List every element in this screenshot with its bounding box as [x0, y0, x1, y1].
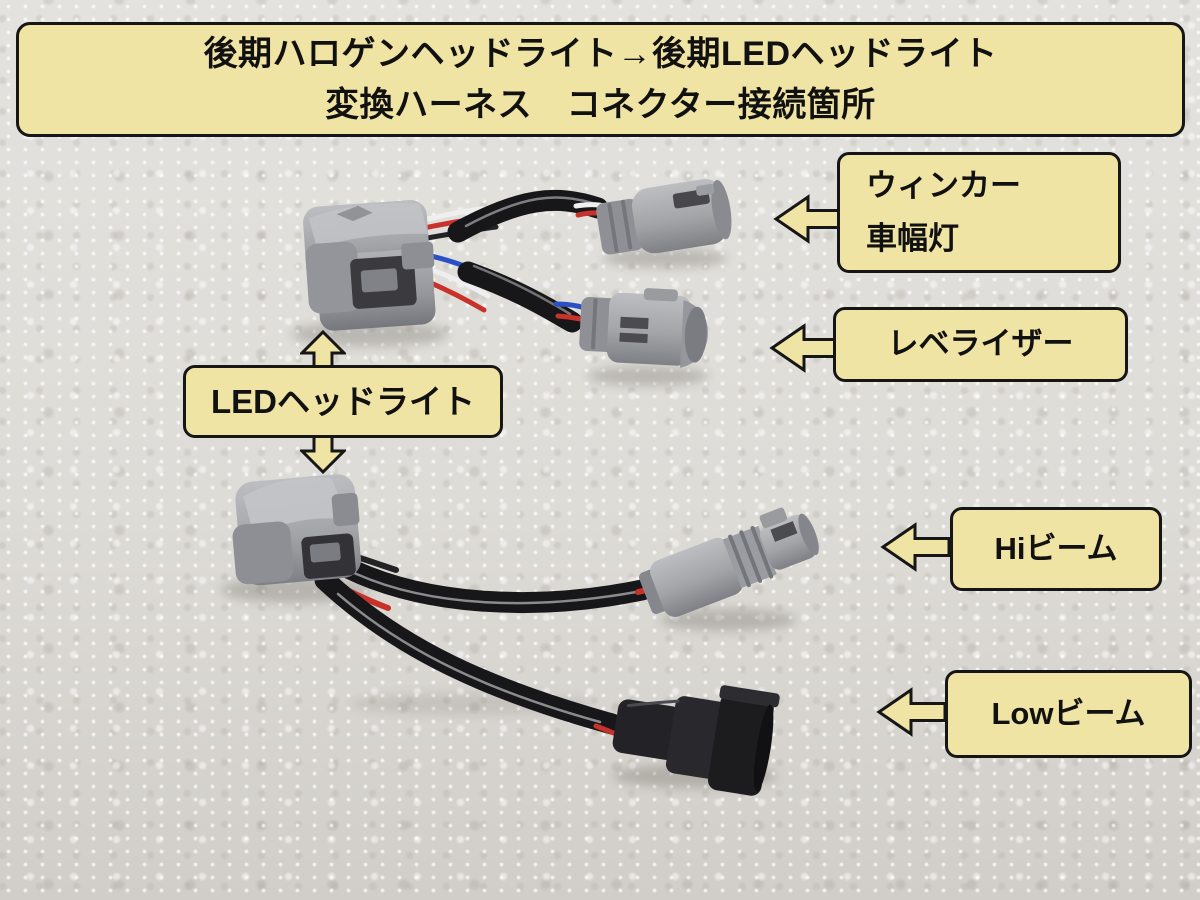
connector-face: [753, 704, 774, 792]
connector-side: [232, 521, 294, 585]
label-hi-beam: Hiビーム: [950, 507, 1162, 591]
cable-hi-beam-sheen: [350, 570, 638, 605]
cable-winker-sheen: [464, 196, 594, 228]
title-line-1: 後期ハロゲンヘッドライト→後期LEDヘッドライト: [203, 34, 998, 73]
label-hi-beam-text: Hiビーム: [994, 530, 1118, 566]
connector-slot-2: [619, 332, 648, 344]
label-levelizer-text: レベライザー: [887, 326, 1074, 362]
label-low-beam-text: Lowビーム: [991, 695, 1146, 731]
connector-highlight: [627, 699, 680, 707]
cable-low-beam-sheen: [336, 592, 602, 724]
down-arrow-led-icon: [300, 434, 346, 474]
label-levelizer: レベライザー: [833, 307, 1128, 382]
connector-slot-1: [620, 316, 649, 330]
low-beam-connector: [612, 685, 780, 796]
label-led-headlight-text: LEDヘッドライト: [211, 382, 475, 420]
label-winker-side-marker: ウィンカー 車幅灯: [837, 152, 1121, 273]
led-connector-lower: [232, 474, 361, 586]
connector-marking: [336, 205, 373, 222]
lower-harness: [232, 474, 819, 796]
connector-collar: [638, 569, 669, 614]
connector-rear: [612, 699, 682, 760]
left-arrow-hi-beam-icon: [880, 522, 951, 572]
label-led-headlight: LEDヘッドライト: [183, 365, 503, 438]
connector-side: [305, 241, 361, 314]
cable-low-beam: [314, 569, 623, 735]
left-arrow-low-beam-icon: [876, 687, 947, 737]
connector-face: [711, 179, 732, 240]
left-arrow-winker-icon: [773, 194, 844, 244]
cable-levelizer-sheen: [472, 264, 572, 316]
left-arrow-levelizer-icon: [769, 323, 840, 373]
connector-body: [606, 292, 692, 366]
connector-tab: [331, 492, 360, 527]
connector-tab: [401, 241, 435, 270]
connector-top-tab: [643, 288, 678, 302]
upper-harness: [303, 178, 732, 368]
connector-key: [695, 183, 715, 196]
connector-slot: [770, 521, 798, 542]
connector-latch: [309, 542, 341, 563]
label-winker-line1: ウィンカー: [866, 167, 1021, 203]
title-box: 後期ハロゲンヘッドライト→後期LEDヘッドライト 変換ハーネス コネクター接続箇…: [16, 22, 1185, 137]
connector-top-tab: [759, 507, 788, 529]
connector-lip: [719, 685, 780, 708]
winker-connector: [596, 178, 732, 255]
connector-face: [798, 513, 819, 556]
label-low-beam: Lowビーム: [945, 670, 1192, 758]
up-arrow-led-icon: [300, 330, 346, 370]
connector-latch: [360, 268, 398, 293]
label-winker-line2: 車幅灯: [866, 220, 959, 256]
connector-rear-cap: [596, 198, 644, 255]
levelizer-connector: [579, 288, 708, 368]
title-line-2: 変換ハーネス コネクター接続箇所: [325, 86, 876, 124]
connector-face: [684, 306, 707, 363]
hi-beam-connector: [638, 507, 819, 617]
connector-body: [650, 537, 744, 617]
led-connector-upper: [303, 200, 436, 331]
